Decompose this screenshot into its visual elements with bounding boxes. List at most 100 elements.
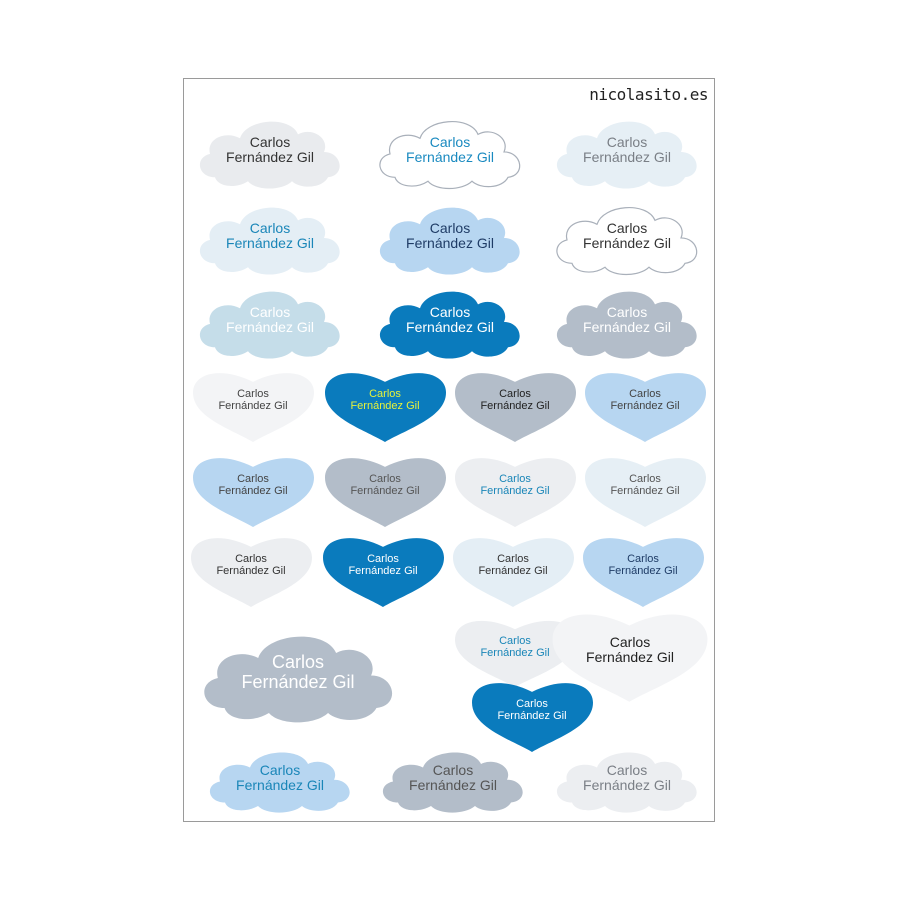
- cloud-shape-icon: [203, 636, 392, 723]
- sticker-first-name: Carlos: [235, 552, 267, 565]
- sticker-first-name: Carlos: [606, 303, 648, 320]
- heart-shape-icon: [322, 537, 444, 607]
- cloud-sticker: Carlos Fernández Gil: [190, 197, 350, 275]
- heart-shape-icon: [452, 537, 574, 607]
- sticker-first-name: Carlos: [606, 219, 648, 236]
- sticker-first-name: Carlos: [249, 303, 291, 320]
- heart-shape-icon: [324, 372, 446, 442]
- sticker-surname: Fernández Gil: [497, 710, 567, 722]
- heart-sticker: Carlos Fernández Gil: [470, 678, 595, 753]
- sticker-surname: Fernández Gil: [216, 565, 286, 577]
- cloud-shape-icon: [209, 752, 350, 813]
- cloud-sticker: Carlos Fernández Gil: [191, 623, 406, 723]
- sticker-first-name: Carlos: [432, 761, 474, 778]
- sticker-first-name: Carlos: [497, 552, 529, 565]
- sticker-first-name: Carlos: [499, 472, 531, 485]
- sticker-first-name: Carlos: [367, 552, 399, 565]
- sticker-first-name: Carlos: [249, 133, 291, 150]
- sticker-surname: Fernández Gil: [236, 777, 324, 793]
- cloud-sticker: Carlos Fernández Gil: [373, 743, 533, 813]
- cloud-sticker: Carlos Fernández Gil: [190, 111, 350, 189]
- sticker-surname: Fernández Gil: [226, 149, 314, 165]
- sticker-surname: Fernández Gil: [583, 149, 671, 165]
- sticker-surname: Fernández Gil: [610, 485, 680, 497]
- sticker-surname: Fernández Gil: [583, 319, 671, 335]
- sticker-first-name: Carlos: [499, 387, 531, 400]
- heart-shape-icon: [454, 620, 576, 688]
- sticker-first-name: Carlos: [627, 552, 659, 565]
- sticker-first-name: Carlos: [237, 472, 269, 485]
- sticker-first-name: Carlos: [369, 387, 401, 400]
- sticker-surname: Fernández Gil: [480, 647, 550, 659]
- heart-sticker: Carlos Fernández Gil: [321, 533, 446, 608]
- sticker-surname: Fernández Gil: [586, 649, 674, 665]
- heart-sticker: Carlos Fernández Gil: [453, 453, 578, 528]
- cloud-shape-icon: [379, 291, 520, 359]
- heart-sticker: Carlos Fernández Gil: [451, 533, 576, 608]
- sticker-surname: Fernández Gil: [406, 235, 494, 251]
- brand-logo: nicolasito.es: [589, 85, 708, 104]
- sticker-first-name: Carlos: [237, 387, 269, 400]
- sticker-surname: Fernández Gil: [583, 777, 671, 793]
- heart-shape-icon: [192, 372, 314, 442]
- heart-shape-icon: [582, 537, 704, 607]
- heart-shape-icon: [552, 613, 708, 702]
- sticker-first-name: Carlos: [499, 634, 531, 647]
- sticker-first-name: Carlos: [429, 133, 471, 150]
- heart-sticker: Carlos Fernández Gil: [189, 533, 314, 608]
- sticker-surname: Fernández Gil: [478, 565, 548, 577]
- sticker-surname: Fernández Gil: [350, 485, 420, 497]
- sticker-surname: Fernández Gil: [348, 565, 418, 577]
- heart-shape-icon: [324, 457, 446, 527]
- sticker-surname: Fernández Gil: [610, 400, 680, 412]
- heart-sticker: Carlos Fernández Gil: [191, 368, 316, 443]
- cloud-shape-icon: [556, 121, 697, 189]
- heart-sticker: Carlos Fernández Gil: [453, 368, 578, 443]
- cloud-shape-icon: [370, 111, 530, 189]
- cloud-shape-icon: [199, 291, 340, 359]
- heart-shape-icon: [471, 682, 593, 752]
- sticker-first-name: Carlos: [429, 219, 471, 236]
- heart-shape-icon: [454, 457, 576, 527]
- sticker-surname: Fernández Gil: [480, 400, 550, 412]
- heart-sticker: Carlos Fernández Gil: [323, 368, 448, 443]
- sticker-surname: Fernández Gil: [409, 777, 497, 793]
- sticker-surname: Fernández Gil: [608, 565, 678, 577]
- cloud-shape-icon: [379, 207, 520, 275]
- cloud-sticker: Carlos Fernández Gil: [200, 743, 360, 813]
- sticker-first-name: Carlos: [629, 472, 661, 485]
- sticker-first-name: Carlos: [429, 303, 471, 320]
- heart-sticker: Carlos Fernández Gil: [453, 616, 578, 688]
- sticker-surname: Fernández Gil: [480, 485, 550, 497]
- sticker-first-name: Carlos: [369, 472, 401, 485]
- cloud-shape-icon: [547, 197, 707, 275]
- cloud-sticker: Carlos Fernández Gil: [547, 743, 707, 813]
- sticker-first-name: Carlos: [629, 387, 661, 400]
- sticker-first-name: Carlos: [606, 761, 648, 778]
- heart-shape-icon: [190, 537, 312, 607]
- cloud-shape-icon: [556, 752, 697, 813]
- cloud-sticker: Carlos Fernández Gil: [547, 281, 707, 359]
- heart-shape-icon: [192, 457, 314, 527]
- heart-sticker: Carlos Fernández Gil: [323, 453, 448, 528]
- heart-sticker: Carlos Fernández Gil: [191, 453, 316, 528]
- sticker-surname: Fernández Gil: [406, 149, 494, 165]
- sticker-first-name: Carlos: [606, 133, 648, 150]
- sticker-surname: Fernández Gil: [218, 485, 288, 497]
- heart-shape-icon: [454, 372, 576, 442]
- heart-sticker: Carlos Fernández Gil: [583, 368, 708, 443]
- sticker-surname: Fernández Gil: [350, 400, 420, 412]
- heart-sticker: Carlos Fernández Gil: [550, 608, 710, 703]
- cloud-sticker: Carlos Fernández Gil: [547, 111, 707, 189]
- heart-sticker: Carlos Fernández Gil: [581, 533, 706, 608]
- sticker-surname: Fernández Gil: [218, 400, 288, 412]
- sticker-surname: Fernández Gil: [226, 235, 314, 251]
- sticker-surname: Fernández Gil: [406, 319, 494, 335]
- sticker-first-name: Carlos: [271, 652, 324, 673]
- cloud-sticker: Carlos Fernández Gil: [547, 197, 707, 275]
- sticker-first-name: Carlos: [609, 633, 651, 650]
- sticker-first-name: Carlos: [249, 219, 291, 236]
- cloud-shape-icon: [556, 291, 697, 359]
- heart-shape-icon: [584, 372, 706, 442]
- cloud-shape-icon: [382, 752, 523, 813]
